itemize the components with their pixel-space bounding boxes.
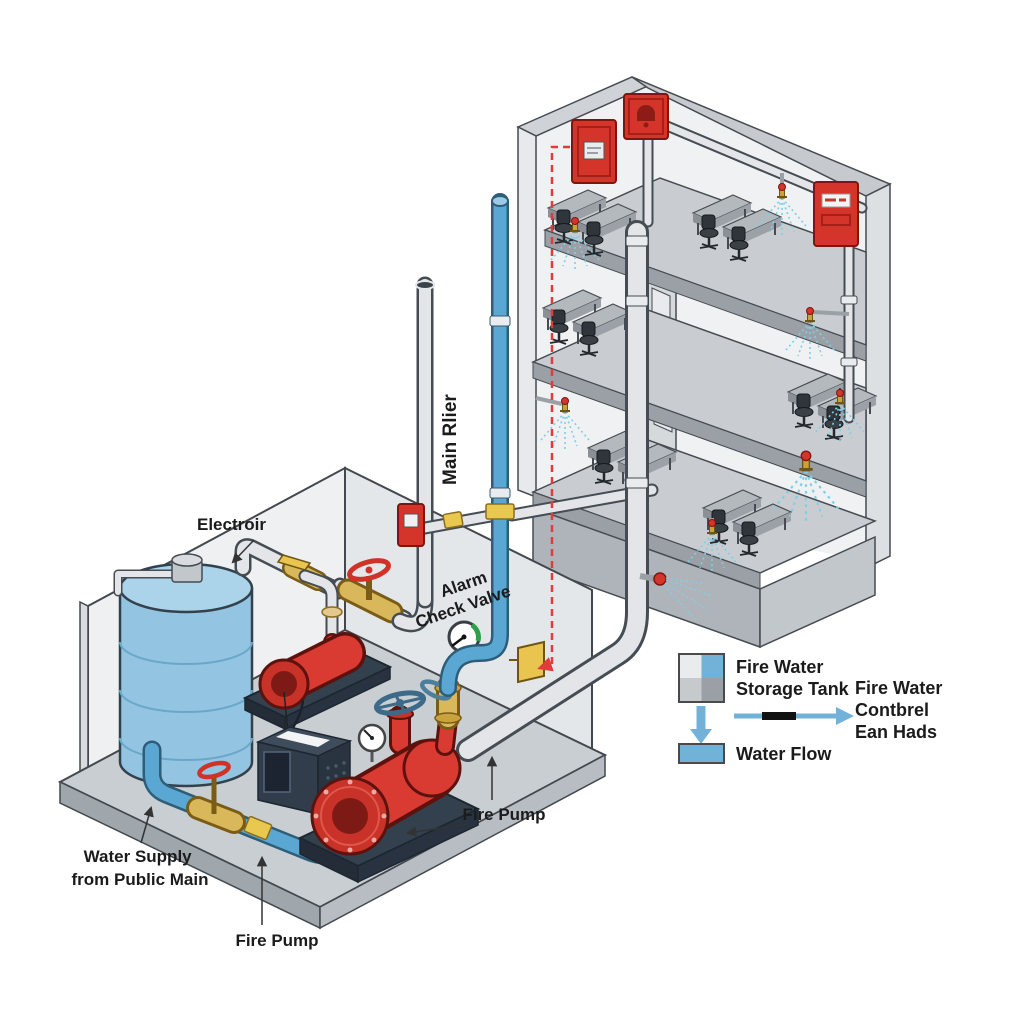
flow-switch [397,503,425,547]
test-valve [653,572,667,586]
pressure-gauge [357,723,387,762]
controller-label [276,731,330,747]
suction-valve [186,760,246,834]
pipe-flange [243,815,273,841]
controller-screen [263,751,291,793]
wall-edge [79,600,89,780]
fire-alarm-panel [813,181,859,247]
building-riser-pipe [456,220,713,762]
pipe-coupling [489,487,511,499]
fire-pump-bottom-label: Fire Pump [235,931,318,950]
fire-pump-callout-label: Fire Pump [462,805,545,824]
legend-flow-arrow-icon [734,707,854,725]
legend-control-panel-label: Fire Water Contbrel Ean Hads [855,678,947,742]
legend-storage-tank-swatch [678,653,725,703]
legend-storage-tank-label: Fire Water Storage Tank [736,657,850,699]
right-wall-face [865,182,891,570]
legend-water-flow-swatch [678,743,725,764]
building [516,76,892,649]
fire-alarm-control-panel [571,119,617,184]
fire-pump [297,676,481,884]
labels: Electroir Main Rlier Alarm Check Valve F… [72,394,546,950]
alarm-check-valve-gauge [447,620,481,662]
valve-tag [517,640,545,684]
pump-room [57,220,713,930]
handwheel-valve [332,558,413,626]
left-wall-edge [517,125,537,499]
pipe-flange [442,511,464,529]
alarm-signal-dashed-line [537,145,570,672]
fire-water-storage-tank [113,553,254,788]
water-supply-label: Water Supply from Public Main [72,847,209,889]
legend: Fire Water Storage Tank Fire Water Contb… [678,653,947,764]
main-riser-label: Main Rlier [440,394,461,485]
blue-riser-pipe [439,193,545,697]
main-riser-pipe [397,276,503,609]
legend-down-arrow-icon [690,706,712,744]
floor-edge [319,753,606,930]
pipe-coupling [489,315,511,327]
red-handwheel [347,558,391,582]
pump-handwheel [373,690,427,716]
electric-room-label: Electroir [197,515,266,534]
valve-spray [663,577,713,621]
jockey-pump [242,569,393,734]
legend-water-flow-label: Water Flow [736,744,832,764]
floor-slab-middle [530,309,867,498]
red-handwheel [197,760,231,780]
alarm-bell-icon [623,93,669,140]
pipe-flange [485,503,515,520]
